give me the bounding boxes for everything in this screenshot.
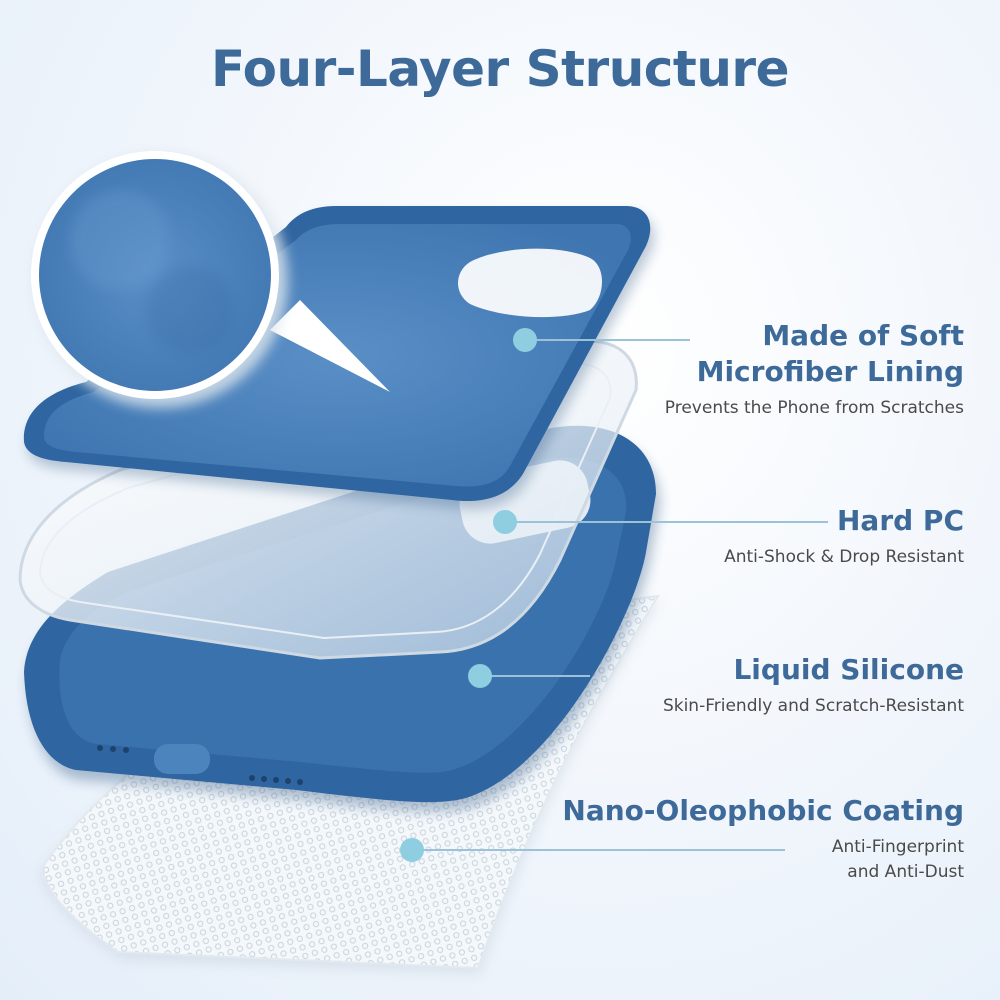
feature-heading: Made of Soft Microfiber Lining bbox=[696, 319, 964, 388]
feature-subtext: Anti-Fingerprint and Anti-Dust bbox=[831, 837, 964, 882]
feature-liquid-silicone: Liquid Silicone Skin-Friendly and Scratc… bbox=[663, 652, 964, 719]
leader-lines bbox=[412, 339, 828, 851]
feature-subtext: Anti-Shock & Drop Resistant bbox=[724, 547, 964, 567]
feature-nano-coating: Nano-Oleophobic Coating Anti-Fingerprint… bbox=[562, 793, 964, 885]
marker-hard-pc bbox=[493, 510, 517, 534]
feature-microfiber: Made of Soft Microfiber Lining Prevents … bbox=[665, 318, 964, 421]
marker-liquid-silicone bbox=[468, 664, 492, 688]
feature-subtext: Skin-Friendly and Scratch-Resistant bbox=[662, 696, 964, 716]
marker-microfiber bbox=[513, 328, 537, 352]
feature-heading: Nano-Oleophobic Coating bbox=[562, 794, 964, 827]
feature-subtext: Prevents the Phone from Scratches bbox=[664, 398, 964, 418]
feature-heading: Hard PC bbox=[837, 504, 964, 537]
magnify-circle-icon bbox=[31, 151, 390, 408]
feature-heading: Liquid Silicone bbox=[733, 653, 964, 686]
marker-nano-coating bbox=[400, 838, 424, 862]
page-title: Four-Layer Structure bbox=[211, 40, 790, 98]
feature-hard-pc: Hard PC Anti-Shock & Drop Resistant bbox=[724, 503, 964, 570]
